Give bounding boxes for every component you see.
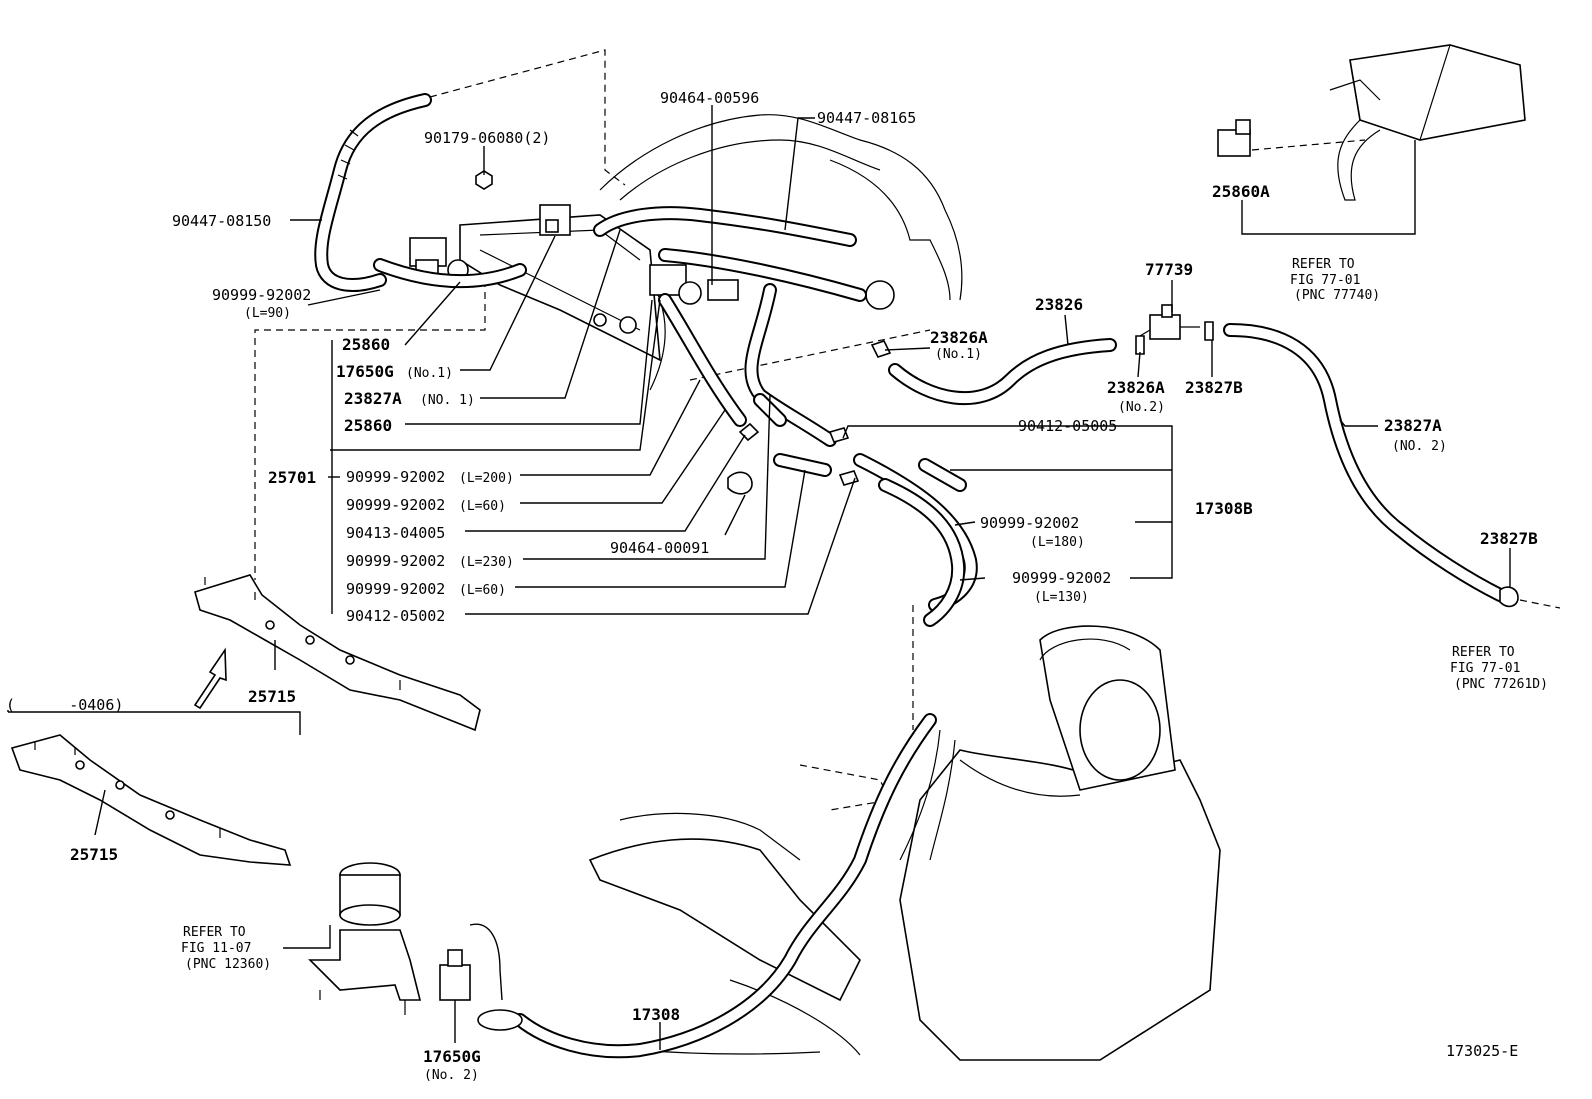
label-23826a-no2: 23826A (1107, 378, 1165, 397)
label-23827b-a: 23827B (1185, 378, 1243, 397)
refer-77740-line1: REFER TO (1292, 257, 1355, 272)
refer-12360-line3: (PNC 12360) (185, 957, 271, 972)
bracket-25701 (459, 214, 661, 362)
label-hose-180-sub: (L=180) (1030, 535, 1085, 550)
refer-12360-line2: FIG 11-07 (181, 941, 251, 956)
connector-90412-05002 (838, 470, 860, 486)
clip-23826a-no1 (870, 340, 892, 358)
label-hose-230: 90999-92002 (346, 552, 445, 570)
label-23826: 23826 (1035, 295, 1083, 314)
clip-23827b-b (1499, 586, 1519, 608)
label-90464-00091: 90464-00091 (610, 539, 709, 557)
label-hose-130: 90999-92002 (1012, 569, 1111, 587)
label-23827a-no1: 23827A (344, 389, 402, 408)
clamp-17308 (477, 1009, 523, 1031)
clip-23827b-a (1204, 321, 1214, 341)
refer-77261d-line2: FIG 77-01 (1450, 661, 1520, 676)
label-hose-200: 90999-92002 (346, 468, 445, 486)
vsv-17650g-no2 (439, 923, 503, 1001)
figure-code: 173025-E (1446, 1042, 1518, 1060)
hose-23827a-no2 (1223, 323, 1507, 602)
engine-mount (308, 862, 422, 1015)
label-25860-b: 25860 (344, 416, 392, 435)
bracket-line-7740 (1241, 140, 1416, 235)
label-90447-08165: 90447-08165 (817, 109, 916, 127)
label-hose-60b-sub: (L=60) (459, 583, 506, 598)
vsv-17650g-no1 (539, 204, 571, 236)
refer-77261d-line1: REFER TO (1452, 645, 1515, 660)
label-hose-60a-sub: (L=60) (459, 499, 506, 514)
label-hose-130-sub: (L=130) (1034, 590, 1089, 605)
label-23826a-no1-sub: (No.1) (935, 347, 982, 362)
label-23826a-no2-sub: (No.2) (1118, 400, 1165, 415)
label-25860-a: 25860 (342, 335, 390, 354)
refer-77740-line2: FIG 77-01 (1290, 273, 1360, 288)
label-25715-upper: 25715 (248, 687, 296, 706)
label-17650g-no1: 17650G (336, 362, 394, 381)
refer-77740-line3: (PNC 77740) (1294, 288, 1380, 303)
label-23827b-b: 23827B (1480, 529, 1538, 548)
part-labels: 90464-00596 90447-08165 90179-06080(2) 9… (6, 89, 1548, 1083)
label-l90: (L=90) (244, 306, 291, 321)
label-hose-200-sub: (L=200) (459, 471, 514, 486)
label-77739: 77739 (1145, 260, 1193, 279)
direction-arrow (193, 647, 227, 710)
label-hose-230-sub: (L=230) (459, 555, 514, 570)
label-17650g-no1-sub: (No.1) (406, 366, 453, 381)
vsv-25860a (1217, 119, 1251, 157)
label-17650g-no2-sub: (No. 2) (424, 1068, 479, 1083)
label-90999-92002-l90: 90999-92002 (212, 286, 311, 304)
range-bracket (7, 710, 301, 735)
engine-outline (599, 114, 963, 391)
label-17308: 17308 (632, 1005, 680, 1024)
label-hose-60a: 90999-92002 (346, 496, 445, 514)
label-90412-05002: 90412-05002 (346, 607, 445, 625)
ref-line-top (429, 49, 626, 186)
label-23827a-no2-sub: (NO. 2) (1392, 439, 1447, 454)
bracket-25715-lower (10, 734, 292, 866)
label-17308b: 17308B (1195, 499, 1253, 518)
leader-lines (94, 105, 1511, 1050)
label-25701: 25701 (268, 468, 316, 487)
bracket-25715-upper (194, 574, 481, 732)
label-90464-00596: 90464-00596 (660, 89, 759, 107)
label-90412-05005: 90412-05005 (1018, 417, 1117, 435)
label-90179-06080: 90179-06080(2) (424, 129, 550, 147)
fuel-tank-assembly (588, 625, 1221, 1061)
connector-90412-05005 (828, 427, 850, 443)
label-23827a-no2: 23827A (1384, 416, 1442, 435)
refer-12360-line1: REFER TO (183, 925, 246, 940)
label-23826a-no1: 23826A (930, 328, 988, 347)
label-23827a-no1-sub: (NO. 1) (420, 393, 475, 408)
vsv-25860-center (649, 264, 739, 305)
clip-23826a-no2 (1135, 335, 1145, 355)
label-90413-04005: 90413-04005 (346, 524, 445, 542)
label-hose-60b: 90999-92002 (346, 580, 445, 598)
label-17650g-no2: 17650G (423, 1047, 481, 1066)
label-25715-lower: 25715 (70, 845, 118, 864)
label-25860a: 25860A (1212, 182, 1270, 201)
label-range-0406: ( -0406) (6, 696, 123, 714)
clamp-90464-00091 (727, 471, 753, 495)
label-hose-180: 90999-92002 (980, 514, 1079, 532)
valve-77739 (1139, 304, 1200, 340)
ref-line-left (254, 280, 486, 580)
label-90447-08150: 90447-08150 (172, 212, 271, 230)
charcoal-canister (1329, 44, 1526, 201)
refer-77261d-line3: (PNC 77261D) (1454, 677, 1548, 692)
